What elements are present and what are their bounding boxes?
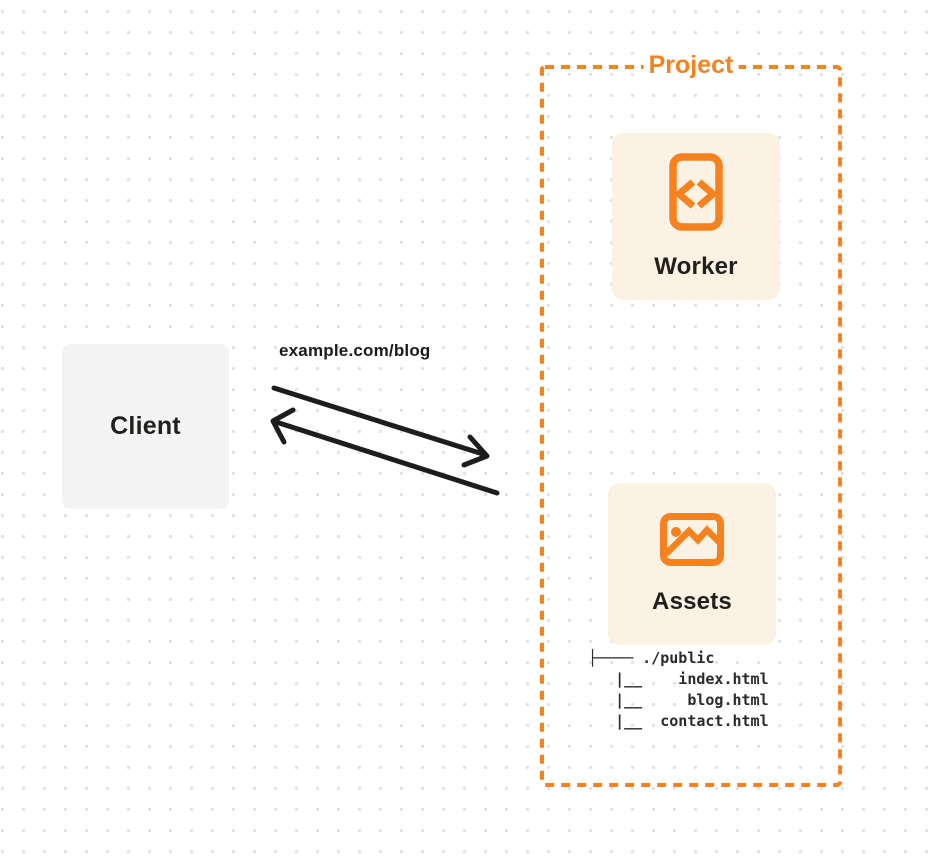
project-container: Project Worker Assets ├──── ./public — [540, 50, 842, 787]
client-label: Client — [110, 412, 181, 440]
request-arrow — [271, 385, 490, 468]
code-file-icon — [669, 152, 723, 231]
assets-box: Assets — [608, 483, 776, 645]
image-icon-mountains — [663, 524, 722, 556]
response-arrow — [270, 407, 500, 496]
project-label: Project — [643, 50, 739, 80]
worker-label: Worker — [654, 252, 738, 280]
worker-box: Worker — [612, 133, 780, 300]
image-icon-sun-dot — [671, 526, 681, 537]
assets-file-tree: ├──── ./public |__ index.html |__ blog.h… — [588, 649, 769, 730]
request-url-label: example.com/blog — [279, 341, 431, 360]
image-icon — [660, 512, 724, 566]
client-box: Client — [62, 344, 229, 509]
assets-label: Assets — [652, 587, 732, 615]
